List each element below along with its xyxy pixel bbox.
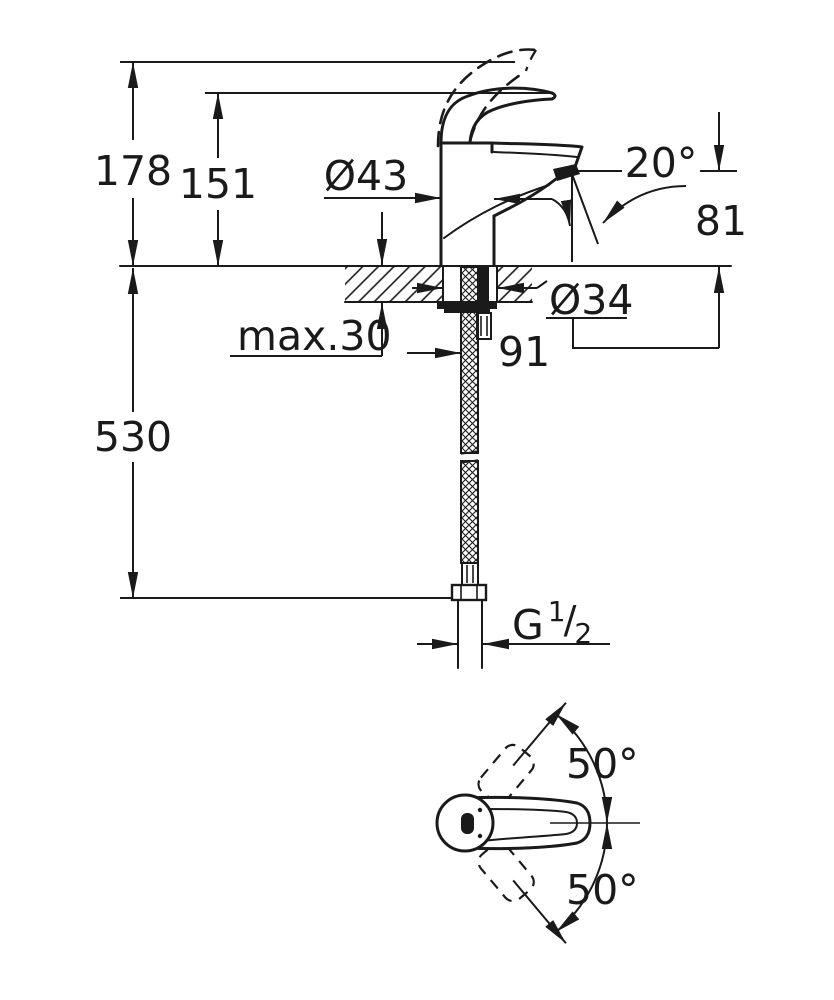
- dim-handle-height-label: 151: [179, 160, 257, 208]
- dimension-hole-diameter: Ø34: [412, 276, 719, 349]
- swing-arc-down: [555, 822, 613, 933]
- knob-dot-upper: [477, 807, 483, 813]
- deck-hatch-right: [497, 267, 532, 301]
- hose-end-fitting: [461, 562, 479, 586]
- angle-leader-arrow: [602, 185, 687, 224]
- stud-nut: [476, 312, 492, 340]
- threaded-rod: [478, 267, 489, 305]
- swing-ray-down-group: [512, 879, 567, 944]
- thread-slash: /: [564, 598, 577, 642]
- angle-slanted-leg: [571, 173, 599, 245]
- handle-raised-inner-dashed: [468, 69, 528, 143]
- faucet-side-view: [436, 48, 584, 267]
- spout-top-outline: [490, 141, 584, 169]
- handle-top-view: 50° 50°: [435, 702, 640, 944]
- spout-top-inner-line: [493, 151, 578, 158]
- swing-ray-up: [512, 702, 567, 767]
- handle-raised-tip-dashed: [524, 49, 537, 72]
- handle-raised-outer-dashed: [436, 48, 538, 148]
- dim-total-height-label: 178: [94, 147, 172, 195]
- dimension-spout-angle: 20°: [556, 139, 737, 262]
- deck-hatch-left: [345, 267, 443, 301]
- faucet-body-parting-line: [439, 141, 494, 154]
- spout-underside: [492, 177, 558, 218]
- flexible-hose: [450, 266, 488, 669]
- handle-lever: [439, 86, 557, 145]
- dim-34-leader-lines: [546, 317, 719, 349]
- dim-outlet-height-label: 81: [695, 197, 747, 245]
- knob-slot: [461, 813, 474, 834]
- thread-letter: G: [512, 601, 544, 649]
- hose-braid-upper: [460, 266, 479, 454]
- thread-numerator: 1: [548, 595, 566, 628]
- dim-spout-angle-label: 20°: [625, 139, 698, 187]
- mounting-deck-section: [119, 265, 732, 340]
- swing-ray-down: [512, 879, 567, 944]
- dim-body-diameter-label: Ø43: [324, 152, 408, 200]
- thread-denominator: 2: [574, 617, 592, 650]
- dim-deck-thickness-label: max.30: [237, 312, 392, 360]
- dimension-deck-thickness: max.30: [230, 212, 392, 360]
- hose-break-mark-2: [460, 459, 479, 464]
- knob-dot-lower: [477, 833, 483, 839]
- dimension-body-diameter: Ø43: [324, 152, 572, 227]
- dim-shank-length-label: 91: [498, 328, 550, 376]
- dim-hole-diameter-label: Ø34: [549, 276, 633, 324]
- aerator: [553, 164, 580, 181]
- dim-swing-up-label: 50°: [566, 740, 639, 788]
- dim-43-swing-arc: [551, 198, 572, 227]
- dim-34-leader-bend: [536, 280, 548, 289]
- dimension-shank-length: 91: [407, 328, 550, 376]
- dim-swing-down-label: 50°: [566, 866, 639, 914]
- hose-braid-lower: [460, 460, 479, 564]
- dimension-hose-length: 530: [94, 268, 452, 599]
- dimension-handle-height: 151: [179, 92, 553, 266]
- connection-nut: [450, 583, 488, 602]
- body-crease-line: [443, 184, 550, 239]
- swing-ray-up-group: [512, 702, 567, 767]
- dim-hose-length-label: 530: [94, 413, 172, 461]
- dimension-outlet-height: 81: [695, 112, 747, 348]
- swing-arc-up: [555, 713, 613, 824]
- hose-break-mark-1: [460, 450, 479, 455]
- dimension-total-height: 178: [94, 61, 515, 266]
